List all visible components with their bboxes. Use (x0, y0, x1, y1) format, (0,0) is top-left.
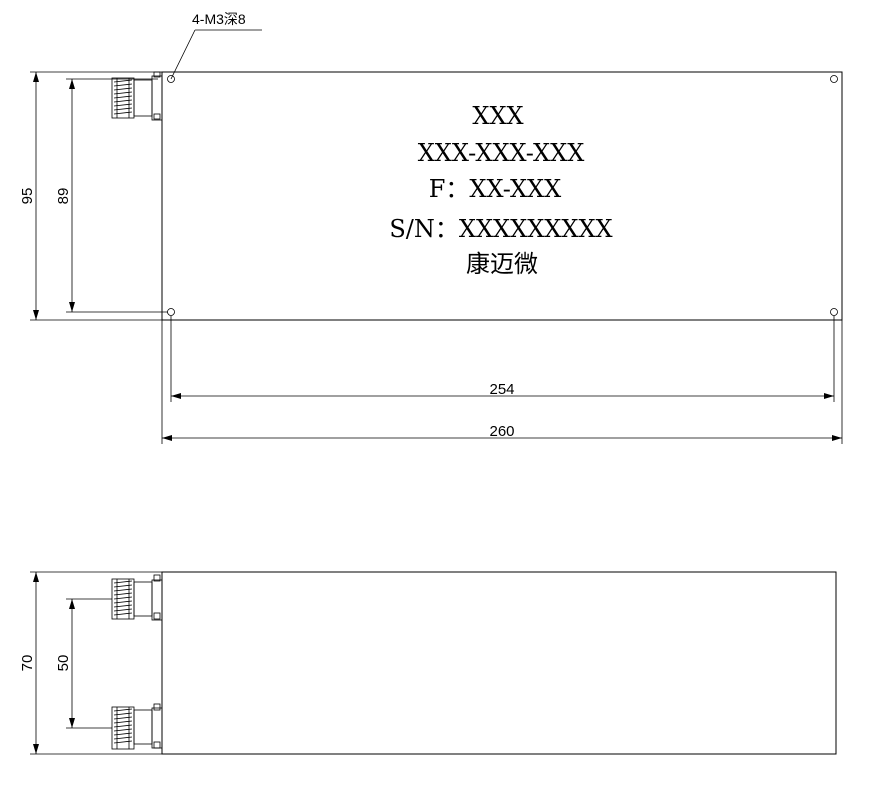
mounting-hole-bottom-right (830, 308, 838, 316)
dimension-hole-spacing: 254 (170, 316, 835, 402)
label-line-3: F：XX-XXX (429, 175, 561, 203)
dimension-label-260: 260 (489, 423, 514, 440)
dimension-label-50: 50 (55, 655, 72, 672)
mounting-hole-top-left (167, 75, 175, 83)
side-view-connector-lower (111, 703, 163, 750)
dimension-side-height-outer: 70 (19, 571, 162, 755)
side-view-body (161, 571, 837, 755)
side-view-connector-upper (111, 574, 163, 621)
dimension-label-89: 89 (55, 188, 72, 205)
product-label: XXX XXX-XXX-XXX F：XX-XXX S/N：XXXXXXXXX 康… (389, 102, 612, 278)
dimension-overall-width: 260 (161, 320, 843, 444)
dimension-top-height-outer: 95 (19, 71, 162, 321)
mounting-hole-bottom-left (167, 308, 175, 316)
label-line-5: 康迈微 (466, 250, 538, 278)
label-line-1: XXX (472, 102, 523, 130)
top-view-connector (111, 71, 163, 121)
top-view: 4-M3深8 XXX XXX-XXX-XXX F：XX-XXX S/N：XXXX… (19, 11, 843, 444)
label-line-2: XXX-XXX-XXX (418, 139, 585, 167)
dimension-side-connector-spacing: 50 (55, 598, 112, 729)
dimension-label-95: 95 (19, 188, 36, 205)
hole-callout: 4-M3深8 (170, 11, 262, 80)
dimension-top-height-inner: 89 (55, 78, 168, 313)
mounting-hole-top-right (830, 75, 838, 83)
side-view: 70 50 (19, 571, 837, 755)
dimension-label-70: 70 (19, 655, 36, 672)
top-view-body (161, 71, 843, 321)
dimension-label-254: 254 (489, 381, 514, 398)
hole-callout-text: 4-M3深8 (192, 11, 246, 27)
label-line-4: S/N：XXXXXXXXX (389, 215, 612, 243)
